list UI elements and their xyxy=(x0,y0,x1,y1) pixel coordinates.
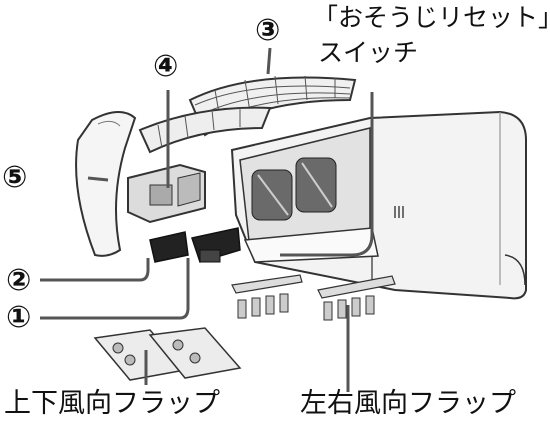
label-part-2: ② xyxy=(6,263,32,298)
filter-cassette-4 xyxy=(127,163,206,224)
label-part-5: ⑤ xyxy=(2,160,28,195)
leader-line-1 xyxy=(40,258,190,320)
dark-parts-1-2 xyxy=(149,227,241,263)
horizontal-flaps-left-right xyxy=(231,274,396,321)
label-reset-switch-line1: 「おそうじリセット」 xyxy=(313,3,550,32)
air-filter-secondary xyxy=(138,106,272,154)
label-reset-switch-line2: スイッチ xyxy=(318,38,419,67)
label-vertical-flap: 上下風向フラップ xyxy=(4,388,220,419)
leader-line-3 xyxy=(266,47,272,75)
label-part-4: ④ xyxy=(153,49,179,84)
front-panel-5 xyxy=(75,111,137,257)
vertical-flaps xyxy=(93,327,242,381)
label-part-3: ③ xyxy=(255,13,281,48)
indoor-unit-internals xyxy=(239,127,379,263)
label-horizontal-flap: 左右風向フラップ xyxy=(300,388,516,419)
leader-line-5 xyxy=(87,176,109,182)
label-part-1: ① xyxy=(6,300,32,335)
leader-line-switch xyxy=(280,92,374,257)
leader-lines xyxy=(40,47,374,392)
leader-line-2 xyxy=(40,258,150,282)
